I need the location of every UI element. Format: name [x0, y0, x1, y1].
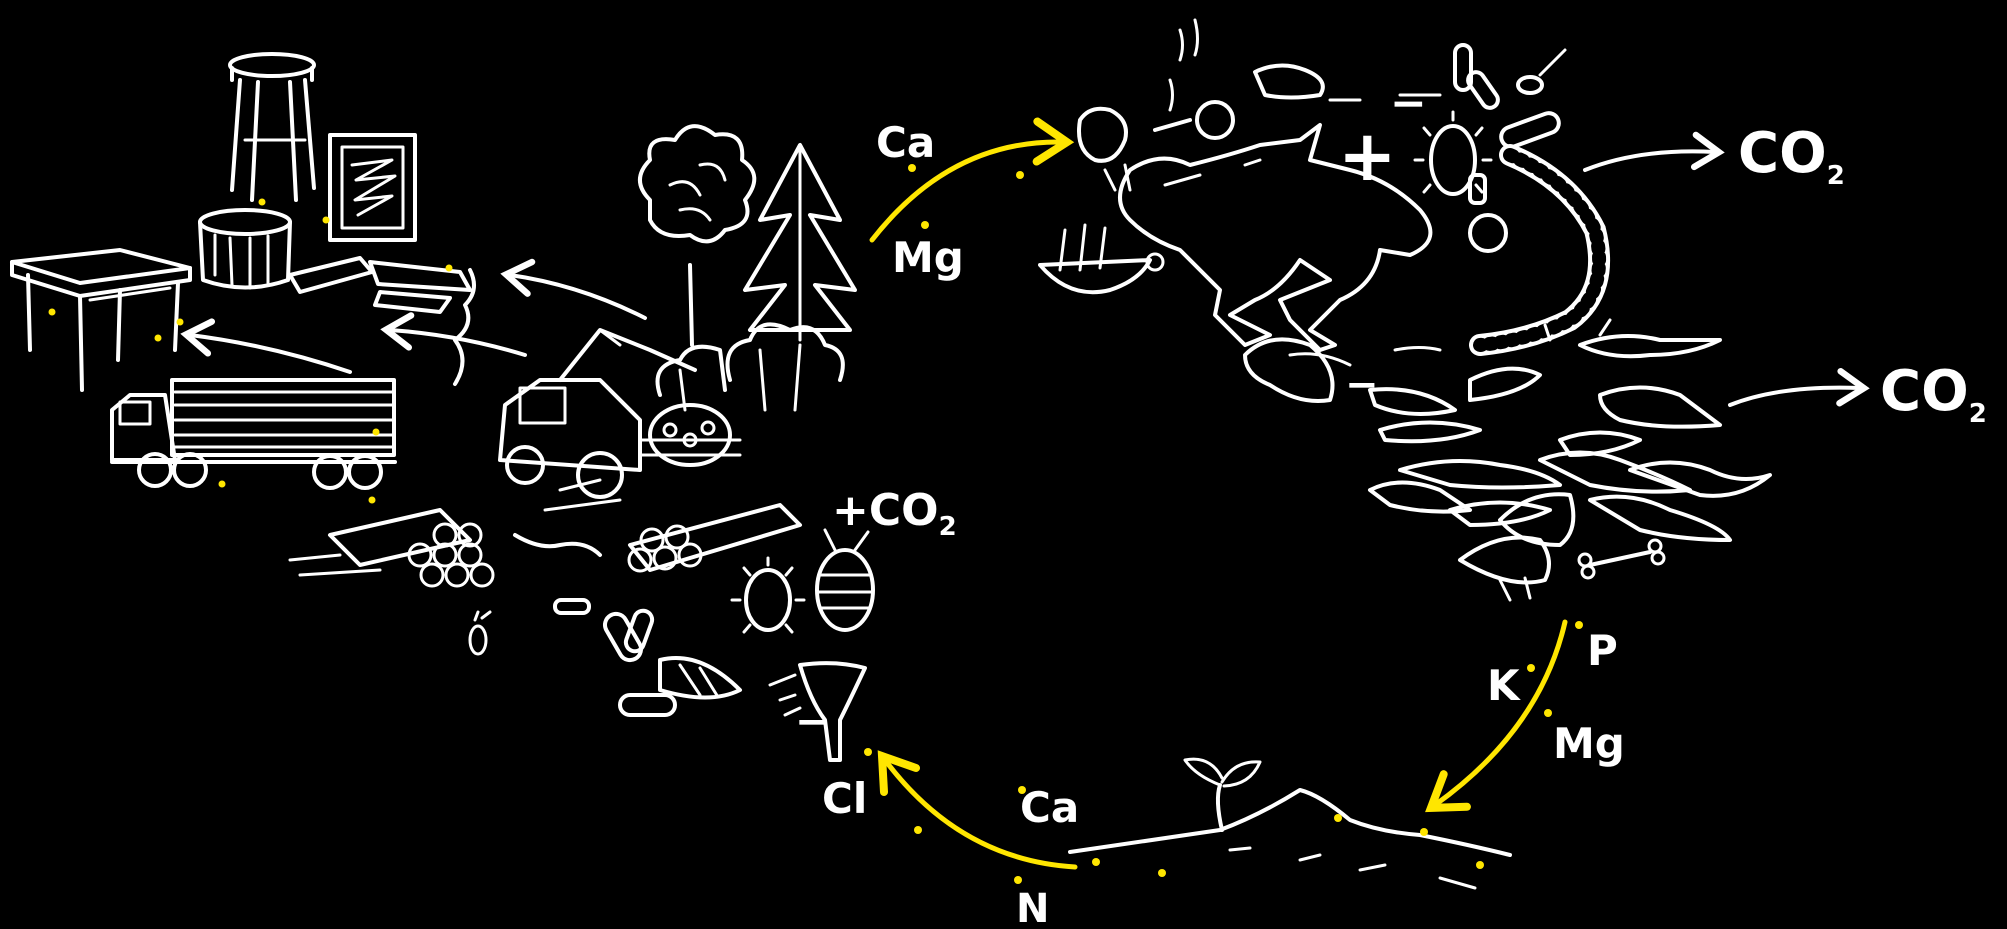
nest-icon — [1040, 225, 1163, 292]
log-truck-icon — [112, 380, 395, 488]
minus-sign-top: − — [1390, 78, 1427, 129]
deciduous-tree-icon — [640, 126, 754, 345]
stool-icon — [230, 54, 314, 200]
bone-icon — [1579, 540, 1664, 578]
exhaust-smoke-icon — [455, 270, 474, 384]
label-k: K — [1487, 661, 1521, 710]
label-p: P — [1587, 626, 1618, 675]
stump-icon — [200, 210, 290, 288]
planks-icon — [290, 258, 470, 312]
minus-sign-mid: − — [1345, 362, 1379, 408]
co2-release-arrow-right — [1730, 388, 1860, 405]
picture-frame-icon — [330, 135, 415, 240]
log-pile-icon — [290, 480, 800, 586]
label-mg-top: Mg — [892, 233, 964, 282]
minus-sign-bottom: − — [795, 699, 829, 745]
label-ca-top: Ca — [876, 118, 935, 167]
nutrient-dots — [49, 164, 1584, 884]
label-mg-right: Mg — [1553, 719, 1625, 768]
label-n: N — [1016, 886, 1049, 929]
label-ca-bottom: Ca — [1020, 783, 1079, 832]
arrow-to-table — [190, 335, 350, 372]
label-cl: Cl — [822, 774, 867, 823]
label-co2-right: CO2 — [1880, 359, 1987, 429]
forest-harvester-icon — [500, 330, 740, 497]
arrow-to-products-upper — [510, 275, 645, 318]
snail-shell-icon — [660, 658, 740, 698]
co2-release-arrow-upper — [1585, 151, 1715, 170]
decay-insects-icon — [1079, 20, 1233, 190]
label-co2-upper: CO2 — [1738, 121, 1845, 191]
earthworm-small-icon — [515, 535, 600, 555]
plus-sign: + — [1338, 115, 1397, 197]
woodlouse-icon — [817, 530, 873, 630]
soil-icon — [1070, 790, 1510, 888]
label-co2-plus: +CO2 — [832, 485, 957, 542]
conifer-tree-icon — [745, 145, 855, 340]
table-icon — [12, 250, 190, 390]
bacteria-icon — [470, 558, 804, 715]
leaf-litter-icon — [1245, 320, 1770, 600]
